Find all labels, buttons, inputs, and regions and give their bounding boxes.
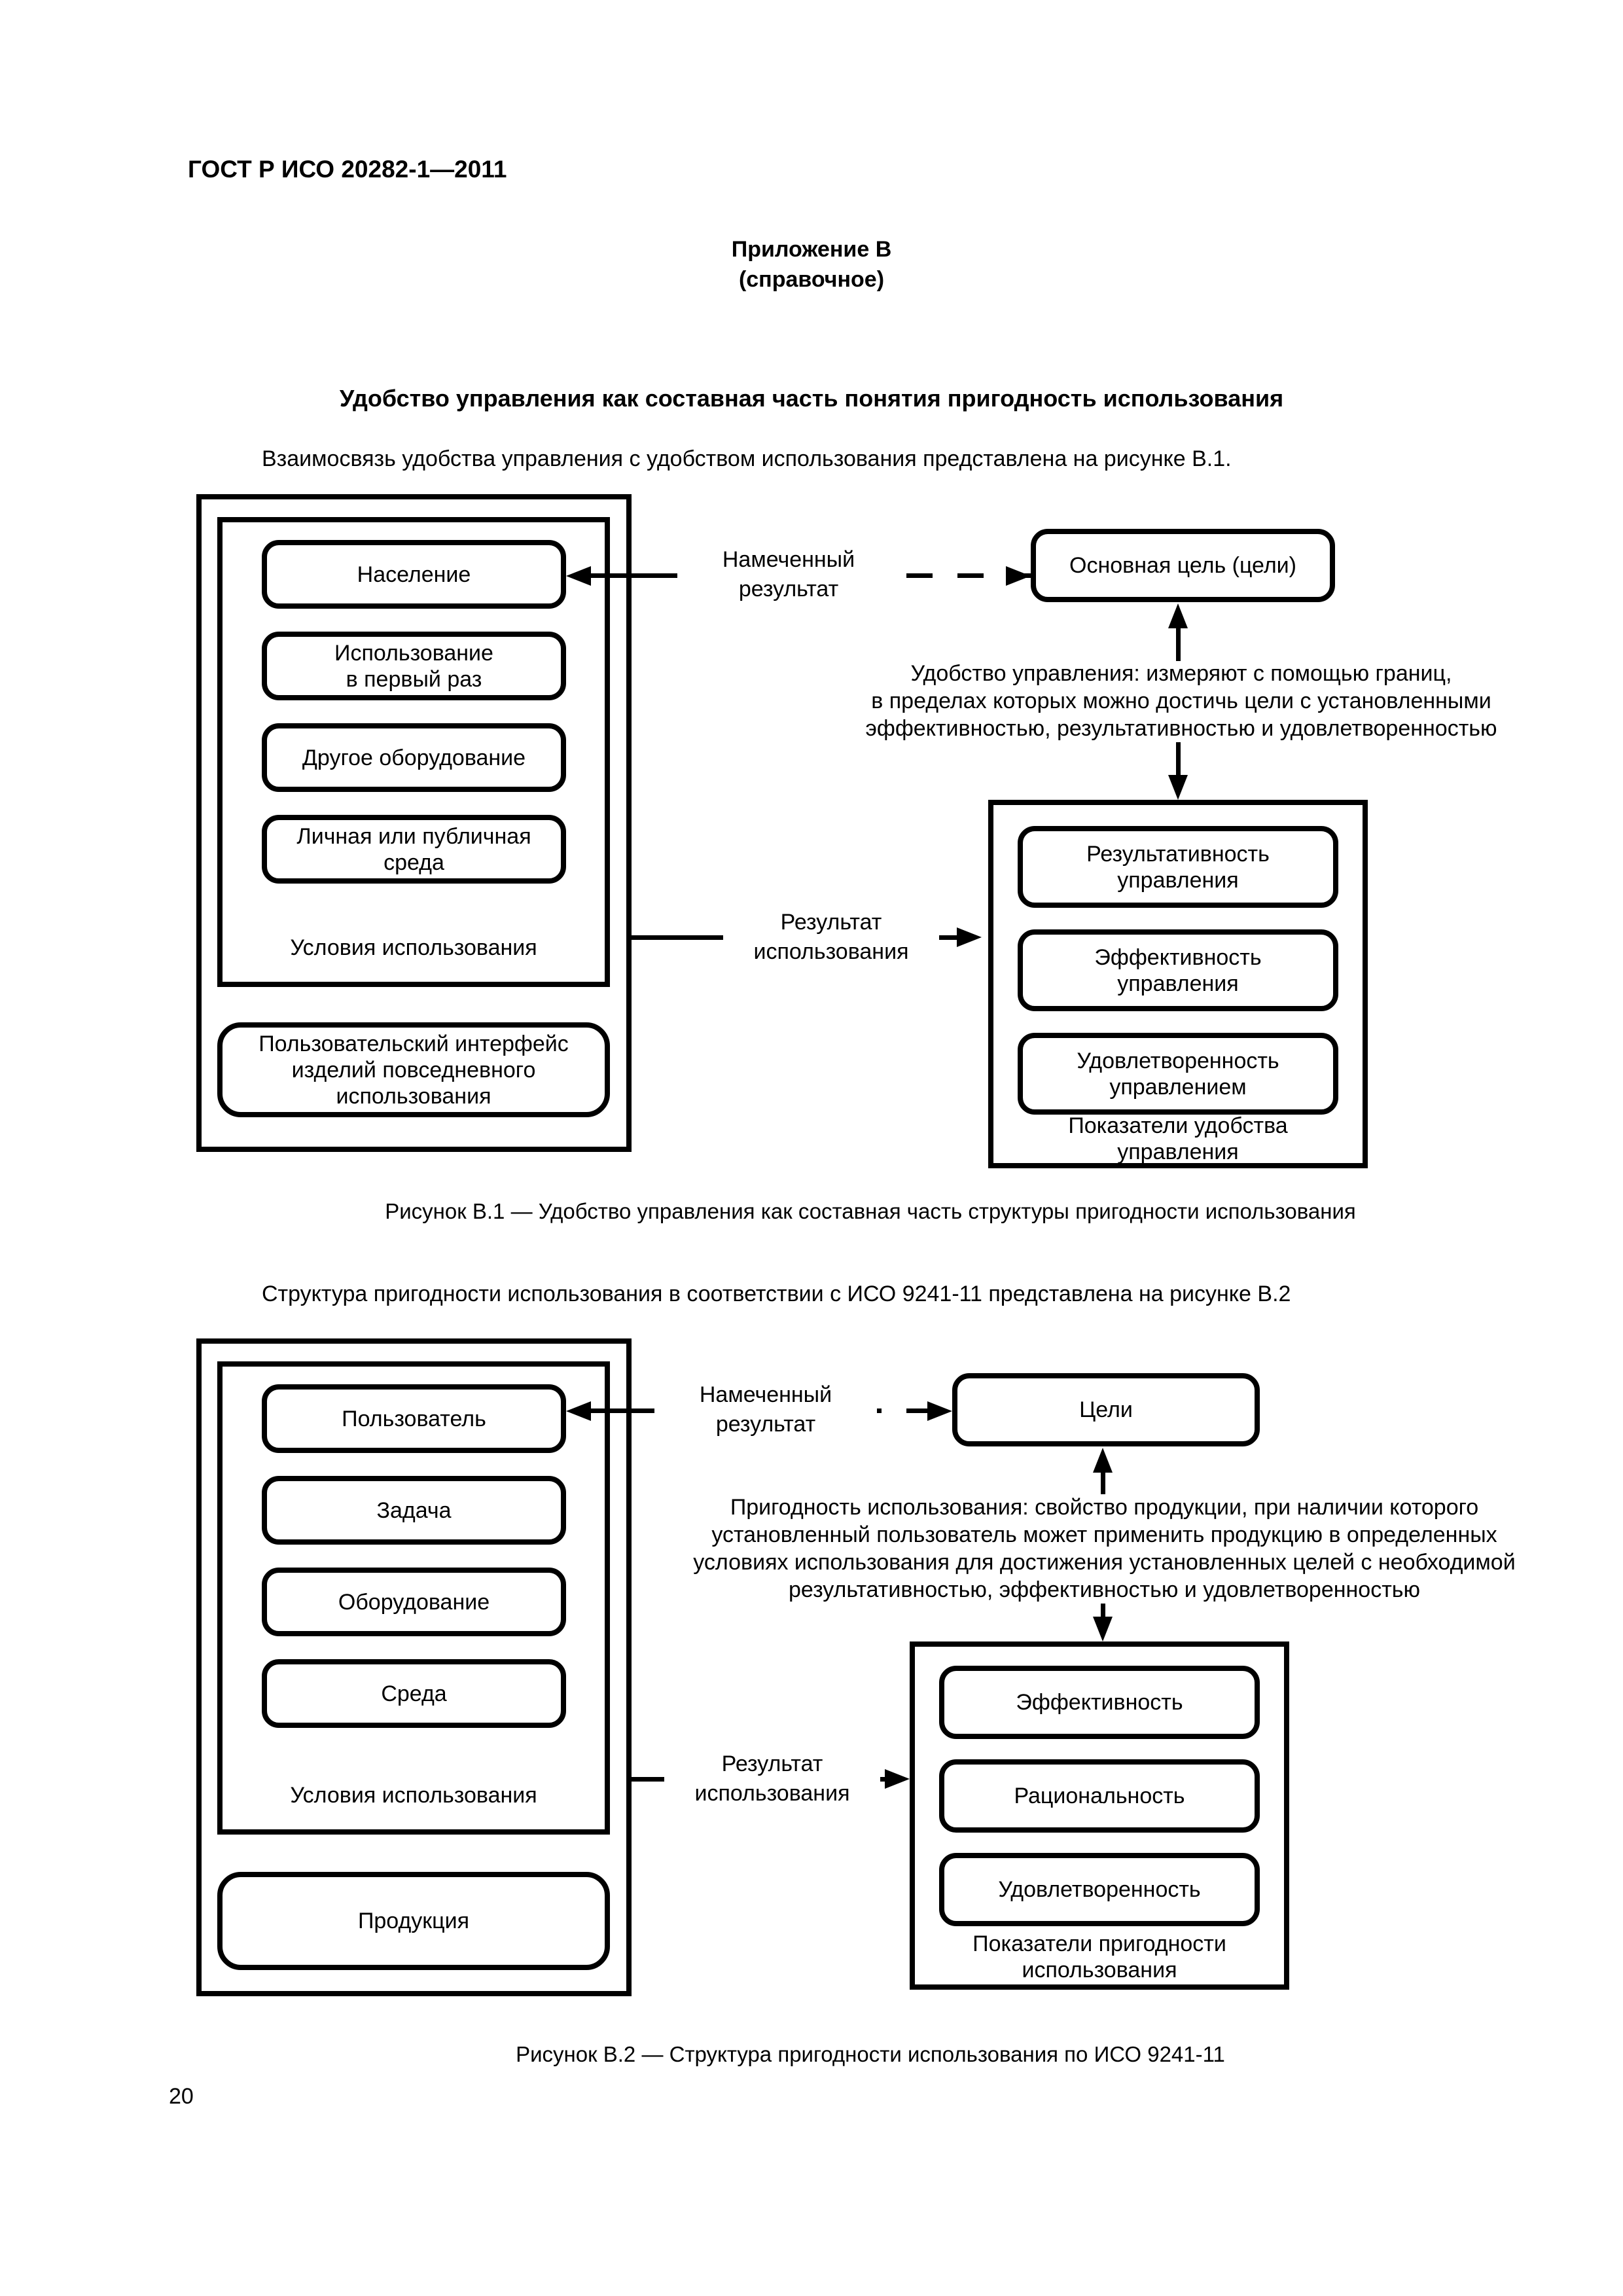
fig1-measure-box-efficiency: Эффективность управления xyxy=(1018,929,1338,1011)
fig1-measure-box-satisfaction: Удовлетворенность управлением xyxy=(1018,1033,1338,1115)
fig1-goal-box: Основная цель (цели) xyxy=(1031,529,1335,602)
fig1-usage-result-arrowhead-icon xyxy=(957,927,982,947)
fig1-caption: Рисунок В.1 — Удобство управления как со… xyxy=(385,1199,1356,1223)
appendix-type: (справочное) xyxy=(738,267,885,292)
section-title: Удобство управления как составная часть … xyxy=(339,385,1284,412)
fig2-context-box-user: Пользователь xyxy=(262,1384,566,1453)
fig2-link-arrowhead-up-icon xyxy=(1093,1448,1113,1473)
appendix-heading: Приложение В xyxy=(731,237,892,262)
fig2-product-box: Продукция xyxy=(217,1872,610,1970)
fig1-intended-result-line-solid xyxy=(586,573,651,578)
fig1-context-box-other-equipment: Другое оборудование xyxy=(262,723,566,792)
fig1-link-arrowhead-down-icon xyxy=(1168,775,1188,800)
doc-code-header: ГОСТ Р ИСО 20282-1—2011 xyxy=(188,156,507,183)
fig1-link-line-top xyxy=(1176,625,1181,661)
fig1-usage-result-label: Результат использования xyxy=(723,908,939,967)
fig2-usage-result-arrowhead-icon xyxy=(885,1769,910,1789)
fig2-measure-box-efficiency: Эффективность xyxy=(939,1666,1260,1739)
fig2-intended-result-arrowhead-right-icon xyxy=(927,1401,952,1421)
fig2-context-box-task: Задача xyxy=(262,1476,566,1545)
fig1-context-label: Условия использования xyxy=(290,935,537,960)
fig2-usage-result-label: Результат использования xyxy=(664,1749,880,1808)
fig2-intended-result-line-solid xyxy=(586,1408,651,1413)
paragraph-intro-fig1: Взаимосвязь удобства управления с удобст… xyxy=(262,446,1232,471)
fig1-operability-definition: Удобство управления: измеряют с помощью … xyxy=(865,661,1497,741)
page-number: 20 xyxy=(169,2084,194,2109)
fig2-caption: Рисунок В.2 — Структура пригодности испо… xyxy=(516,2042,1225,2066)
fig1-intended-result-label: Намеченный результат xyxy=(677,545,900,604)
fig1-measure-box-effectiveness: Результативность управления xyxy=(1018,826,1338,908)
fig1-ui-product-box: Пользовательский интерфейс изделий повсе… xyxy=(217,1022,610,1117)
fig2-context-label: Условия использования xyxy=(290,1783,537,1808)
fig2-link-line-top xyxy=(1101,1469,1105,1494)
fig2-intended-result-label: Намеченный результат xyxy=(654,1380,877,1439)
fig2-goal-box: Цели xyxy=(952,1373,1260,1446)
fig2-link-arrowhead-down-icon xyxy=(1093,1617,1113,1641)
paragraph-intro-fig2: Структура пригодности использования в со… xyxy=(262,1282,1291,1306)
fig2-context-box-equipment: Оборудование xyxy=(262,1568,566,1636)
fig2-measures-label: Показатели пригодности использования xyxy=(972,1931,1226,1982)
fig2-usability-definition: Пригодность использования: свойство прод… xyxy=(693,1495,1516,1602)
fig1-intended-result-arrowhead-right-icon xyxy=(1006,566,1031,586)
fig1-context-box-population: Население xyxy=(262,540,566,609)
fig1-link-arrowhead-up-icon xyxy=(1168,603,1188,628)
fig1-link-line-bottom xyxy=(1176,742,1181,779)
fig2-context-box-environment: Среда xyxy=(262,1659,566,1728)
fig1-context-box-first-use: Использование в первый раз xyxy=(262,632,566,700)
fig2-link-line-bottom xyxy=(1101,1604,1105,1620)
fig2-measure-box-satisfaction: Удовлетворенность xyxy=(939,1853,1260,1926)
fig1-context-box-environment: Личная или публичная среда xyxy=(262,815,566,884)
fig2-measure-box-rationality: Рациональность xyxy=(939,1759,1260,1833)
fig1-measures-label: Показатели удобства управления xyxy=(1068,1113,1288,1164)
